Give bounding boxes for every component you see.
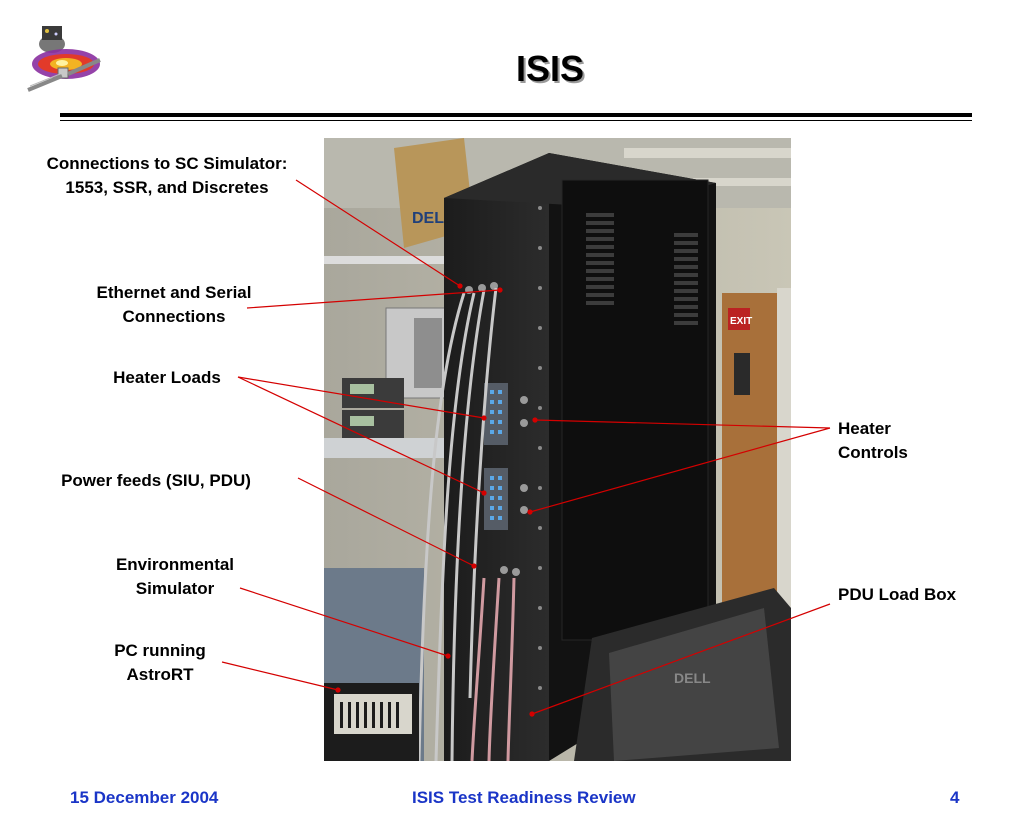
callout-power-feeds: Power feeds (SIU, PDU) [61, 471, 251, 490]
line-pc-astrort [221, 661, 339, 691]
callout-heater-controls: Heater Controls [838, 419, 908, 462]
callout-pdu-load-box: PDU Load Box [838, 585, 957, 604]
rack-photo: DELL EXIT [324, 138, 791, 761]
callout-ethernet-serial: Ethernet and Serial Connections [96, 283, 252, 326]
slide-title: ISIS [515, 48, 585, 89]
monitor-dell-text: DELL [674, 670, 711, 686]
footer-date: 15 December 2004 [70, 788, 219, 807]
callout-env-simulator: Environmental Simulator [115, 555, 235, 598]
isis-satellite-logo [27, 26, 101, 92]
exit-sign-text: EXIT [730, 316, 752, 327]
callout-pc-astrort: PC running AstroRT [114, 641, 206, 684]
callout-sc-simulator: Connections to SC Simulator: 1553, SSR, … [46, 154, 288, 197]
title-rule-thin [60, 120, 972, 121]
title-rule [60, 113, 972, 117]
footer-page-number: 4 [950, 788, 960, 807]
callout-heater-loads: Heater Loads [113, 368, 221, 387]
footer-title: ISIS Test Readiness Review [412, 788, 636, 807]
